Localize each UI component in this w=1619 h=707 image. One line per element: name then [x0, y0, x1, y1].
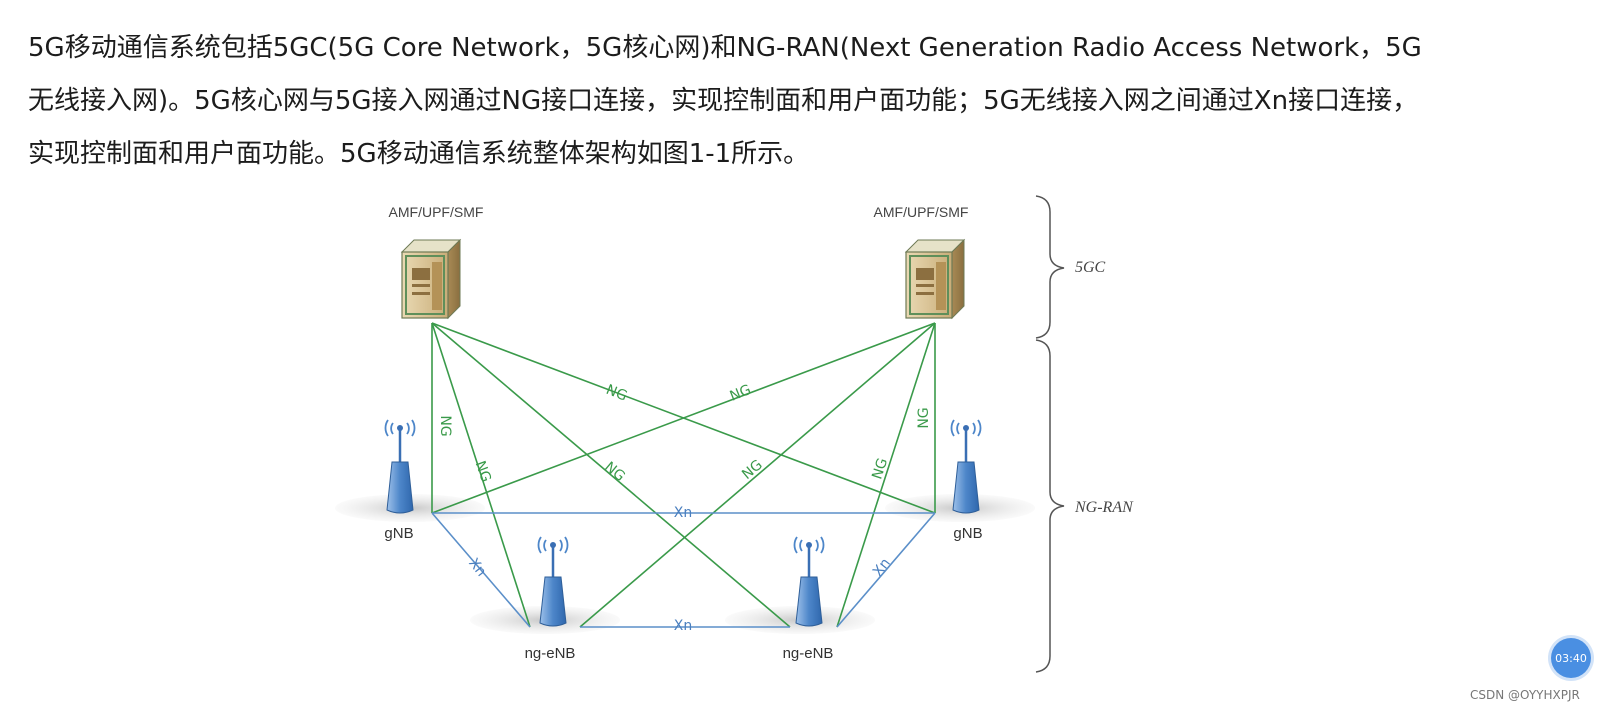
ng-label-5: NG	[728, 382, 754, 405]
xn-label-gnb-gnb: Xn	[674, 505, 692, 521]
paragraph-line-2: 无线接入网)。5G核心网与5G接入网通过NG接口连接，实现控制面和用户面功能；5…	[28, 86, 1419, 116]
ng-line-r-core-ngenb-right	[836, 322, 936, 628]
paragraph-line-3: 实现控制面和用户面功能。5G移动通信系统整体架构如图1-1所示。	[28, 139, 810, 169]
brace-5gc-label: 5GC	[1075, 259, 1106, 276]
intro-paragraph: 5G移动通信系统包括5GC(5G Core Network，5G核心网)和NG-…	[28, 22, 1603, 181]
xn-label-ngenb-ngenb: Xn	[674, 618, 692, 634]
core-left-label: AMF/UPF/SMF	[389, 204, 484, 220]
ng-label-2: NG	[472, 459, 494, 485]
watermark-text: CSDN @OYYHXPJR	[1470, 688, 1580, 702]
ng-line-l-core-ngenb-right	[431, 322, 791, 628]
ng-line-r-core-gnb-left	[431, 322, 936, 514]
ng-label-1: NG	[437, 415, 453, 436]
xn-line-gnb-right-ngenb-right	[836, 512, 936, 628]
ng-line-l-core-ngenb-left	[431, 322, 531, 628]
ngenb-left-label: ng-eNB	[525, 645, 576, 662]
ng-label-6: NG	[739, 457, 766, 483]
ng-label-4: NG	[601, 459, 628, 485]
server-icon-left	[400, 238, 462, 320]
antenna-icon-ngenb-left	[537, 536, 569, 627]
paragraph-line-1: 5G移动通信系统包括5GC(5G Core Network，5G核心网)和NG-…	[28, 33, 1422, 63]
antenna-icon-gnb-right	[950, 419, 982, 514]
ng-label-7: NG	[869, 456, 891, 481]
gnb-left-label: gNB	[384, 525, 413, 542]
brace-ng-ran	[1035, 339, 1065, 673]
brace-5gc	[1035, 195, 1065, 339]
core-right-label: AMF/UPF/SMF	[874, 204, 969, 220]
ng-interface-lines	[431, 322, 936, 628]
ngenb-right-label: ng-eNB	[783, 645, 834, 662]
antenna-icon-gnb-left	[384, 419, 416, 514]
video-timer-badge[interactable]: 03:40	[1551, 638, 1591, 678]
ng-label-8: NG	[916, 407, 932, 428]
antenna-icon-ngenb-right	[793, 536, 825, 627]
xn-line-gnb-left-ngenb-left	[431, 512, 531, 628]
gnb-right-label: gNB	[953, 525, 982, 542]
brace-ng-ran-label: NG-RAN	[1074, 499, 1134, 516]
ng-label-3: NG	[604, 382, 630, 405]
ng-line-r-core-ngenb-left	[579, 322, 936, 628]
xn-interface-lines	[431, 512, 936, 628]
xn-label-right-diag: Xn	[870, 555, 894, 579]
server-icon-right	[904, 238, 966, 320]
